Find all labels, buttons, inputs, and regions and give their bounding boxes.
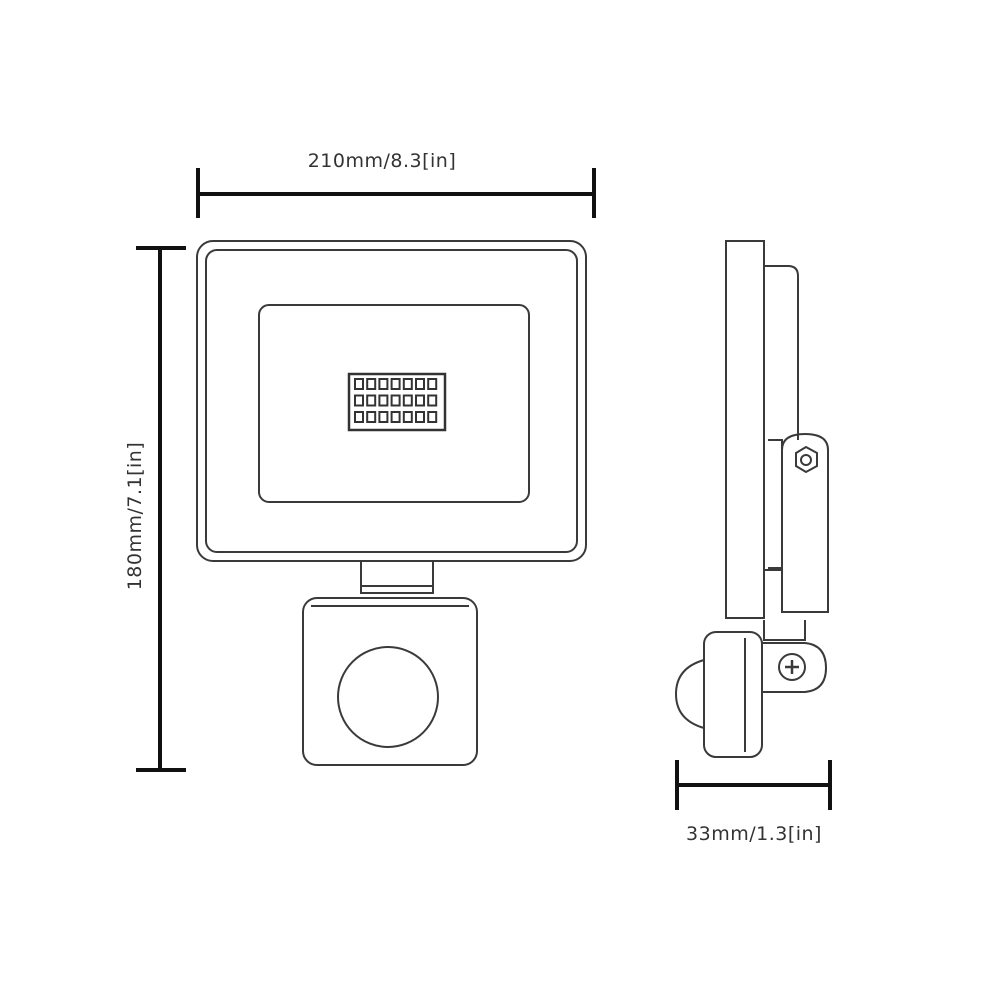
side-sensor-housing [703,631,763,758]
led-diode [415,411,425,423]
side-housing-back [764,265,799,440]
led-diode [390,378,401,390]
led-diode [427,411,438,423]
led-diode [366,411,377,423]
sensor-neck [360,561,434,594]
led-diode [427,394,438,407]
led-diode [378,394,389,407]
side-housing-front [725,240,765,619]
led-diode [427,378,438,390]
led-diode [415,394,425,407]
led-diode [378,411,389,423]
lens-panel [258,304,530,503]
mounting-bracket [781,432,829,613]
led-diode [402,394,413,407]
housing-outer-frame [196,240,587,562]
led-diode [354,378,364,390]
adjust-screw-icon [778,653,806,681]
front-view [196,240,587,766]
depth-dimension: 33mm/1.3[in] [675,760,832,845]
led-diode [390,411,401,423]
led-diode [390,394,401,407]
led-diode [415,378,425,390]
motion-sensor-lens [337,646,439,748]
led-diode [354,394,364,407]
height-label: 180mm/7.1[in] [124,442,146,591]
side-bracket-plate [768,439,783,569]
sensor-housing [302,597,478,766]
led-diode [354,411,364,423]
height-dimension: 180mm/7.1[in] [124,246,186,772]
sensor-arm [763,620,806,641]
led-chip [347,372,447,432]
width-label: 210mm/8.3[in] [308,150,457,172]
hex-bolt-icon [795,445,818,474]
led-diode [402,411,413,423]
side-knuckle-joint [762,642,828,693]
housing-inner-frame [205,249,578,553]
led-diode [366,394,377,407]
side-view [674,240,829,758]
led-diode [378,378,389,390]
led-diode [402,378,413,390]
side-sensor-dome [674,659,705,729]
width-dimension: 210mm/8.3[in] [196,150,596,218]
hex-bolt-center [800,454,812,466]
depth-label: 33mm/1.3[in] [686,823,822,845]
led-diode [366,378,377,390]
